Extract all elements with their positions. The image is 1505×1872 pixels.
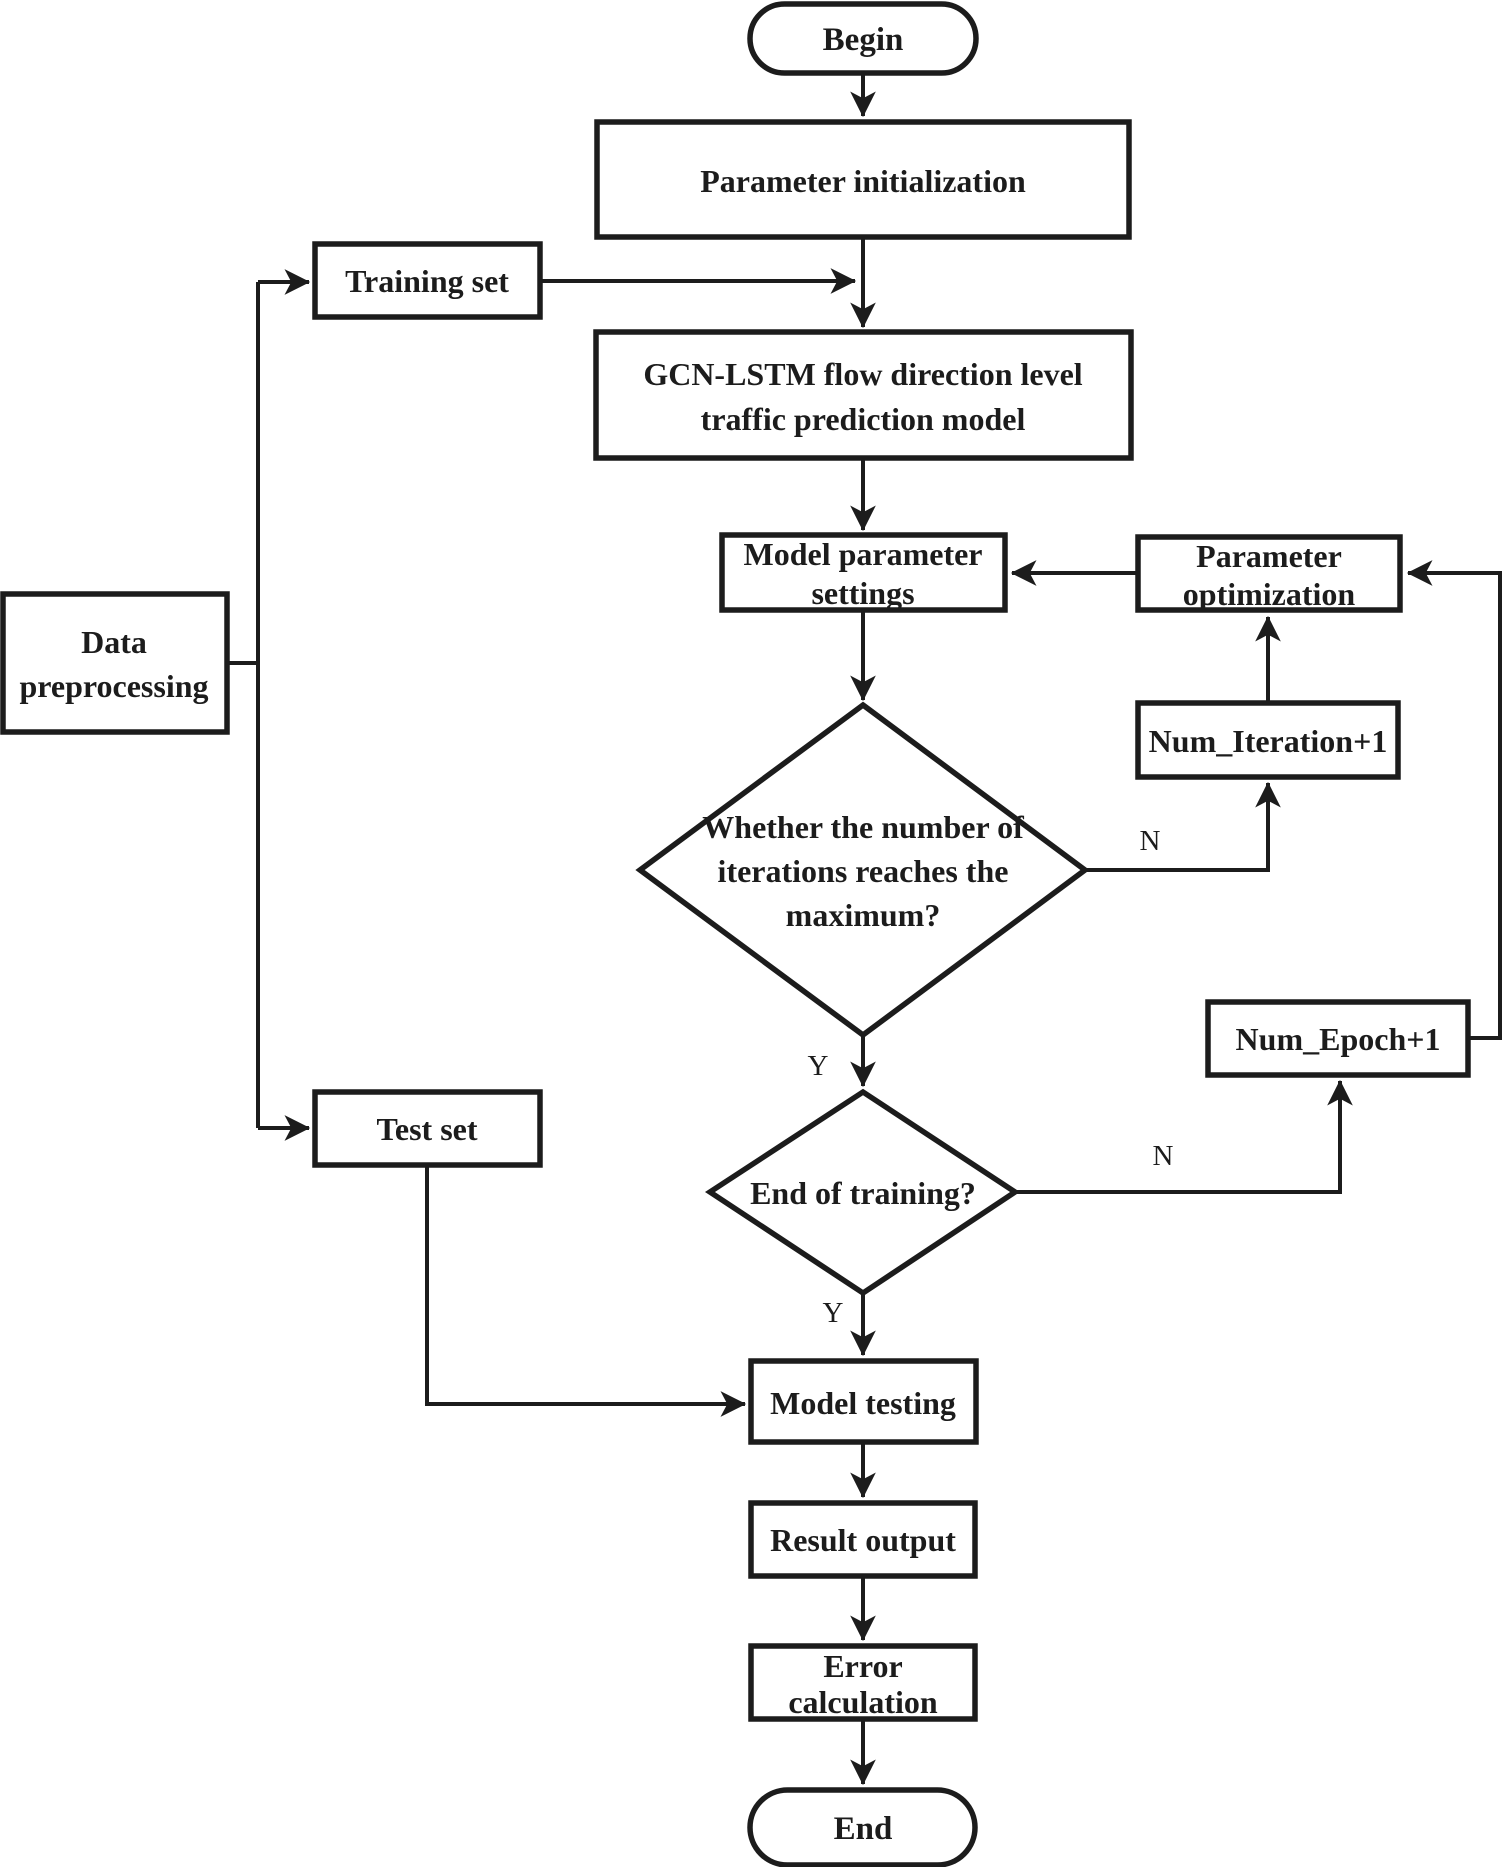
data-preprocessing-label-line1: Data (81, 624, 147, 660)
iteration-check-no-label: N (1140, 825, 1161, 857)
num-iteration-box (1135, 700, 1401, 780)
node-iteration-check-decision: Whether the number of iterations reaches… (635, 701, 1090, 1039)
end-training-label: End of training? (750, 1175, 976, 1211)
data-preprocessing-label-line2: preprocessing (19, 668, 208, 704)
parameter-optimization-label-line2: optimization (1183, 576, 1356, 612)
node-training-set: Training set (312, 241, 543, 320)
node-end: End (747, 1787, 978, 1868)
node-test-set: Test set (312, 1089, 543, 1168)
node-num-iteration: Num_Iteration+1 (1135, 700, 1401, 780)
begin-label: Begin (823, 22, 904, 58)
model-testing-box (748, 1358, 979, 1445)
node-error-calculation: Error calculation (748, 1643, 978, 1722)
gcn-lstm-label-line2: traffic prediction model (701, 401, 1026, 437)
nodes: Begin Parameter initialization Training … (0, 1, 1471, 1868)
node-data-preprocessing: Data preprocessing (0, 591, 230, 735)
model-parameter-settings-label-line1: Model parameter (743, 536, 982, 572)
parameter-optimization-label-line1: Parameter (1196, 538, 1342, 574)
model-parameter-settings-label-line2: settings (811, 575, 914, 611)
parameter-initialization-box (594, 119, 1132, 240)
edges (227, 73, 1502, 1786)
end-terminal-shape (747, 1787, 978, 1868)
gcn-lstm-box (593, 329, 1134, 461)
edge-iteration-check-no-to-num-iteration (1085, 781, 1281, 872)
node-model-testing: Model testing (748, 1358, 979, 1445)
data-preprocessing-box (0, 591, 230, 735)
num-iteration-label: Num_Iteration+1 (1149, 723, 1388, 759)
parameter-optimization-box (1135, 534, 1403, 613)
training-set-label: Training set (345, 263, 509, 299)
node-result-output: Result output (748, 1500, 978, 1579)
model-parameter-settings-box (719, 532, 1008, 613)
node-model-parameter-settings: Model parameter settings (719, 532, 1008, 613)
node-end-training-decision: End of training? (704, 1088, 1020, 1297)
iteration-check-label-line2: iterations reaches the (718, 853, 1009, 889)
iteration-check-diamond (635, 701, 1090, 1039)
result-output-label: Result output (770, 1522, 956, 1558)
node-num-epoch: Num_Epoch+1 (1205, 999, 1471, 1078)
error-calculation-label-line1: Error (823, 1648, 902, 1684)
edge-end-training-check-no-to-num-epoch (1015, 1079, 1353, 1194)
end-training-yes-label: Y (823, 1297, 844, 1329)
edge-labels: N Y N Y (808, 825, 1174, 1329)
node-parameter-initialization: Parameter initialization (594, 119, 1132, 240)
edge-num-epoch-loop-to-param-optimization (1406, 560, 1502, 1040)
end-training-no-label: N (1153, 1140, 1174, 1172)
iteration-check-label-line1: Whether the number of (702, 809, 1024, 845)
test-set-box (312, 1089, 543, 1168)
error-calculation-label-line2: calculation (788, 1684, 938, 1720)
num-epoch-label: Num_Epoch+1 (1236, 1021, 1441, 1057)
end-training-diamond (704, 1088, 1020, 1297)
node-parameter-optimization: Parameter optimization (1135, 534, 1403, 613)
parameter-initialization-label: Parameter initialization (700, 163, 1026, 199)
training-set-box (312, 241, 543, 320)
iteration-check-yes-label: Y (808, 1050, 829, 1082)
model-testing-label: Model testing (770, 1385, 956, 1421)
node-gcn-lstm-model: GCN-LSTM flow direction level traffic pr… (593, 329, 1134, 461)
result-output-box (748, 1500, 978, 1579)
iteration-check-label-line3: maximum? (786, 897, 941, 933)
edge-test-set-to-model-testing (425, 1165, 747, 1417)
begin-terminal-shape (747, 1, 979, 76)
num-epoch-box (1205, 999, 1471, 1078)
error-calculation-box (748, 1643, 978, 1722)
test-set-label: Test set (376, 1111, 477, 1147)
node-begin: Begin (747, 1, 979, 76)
gcn-lstm-label-line1: GCN-LSTM flow direction level (643, 356, 1082, 392)
end-label: End (834, 1811, 893, 1847)
